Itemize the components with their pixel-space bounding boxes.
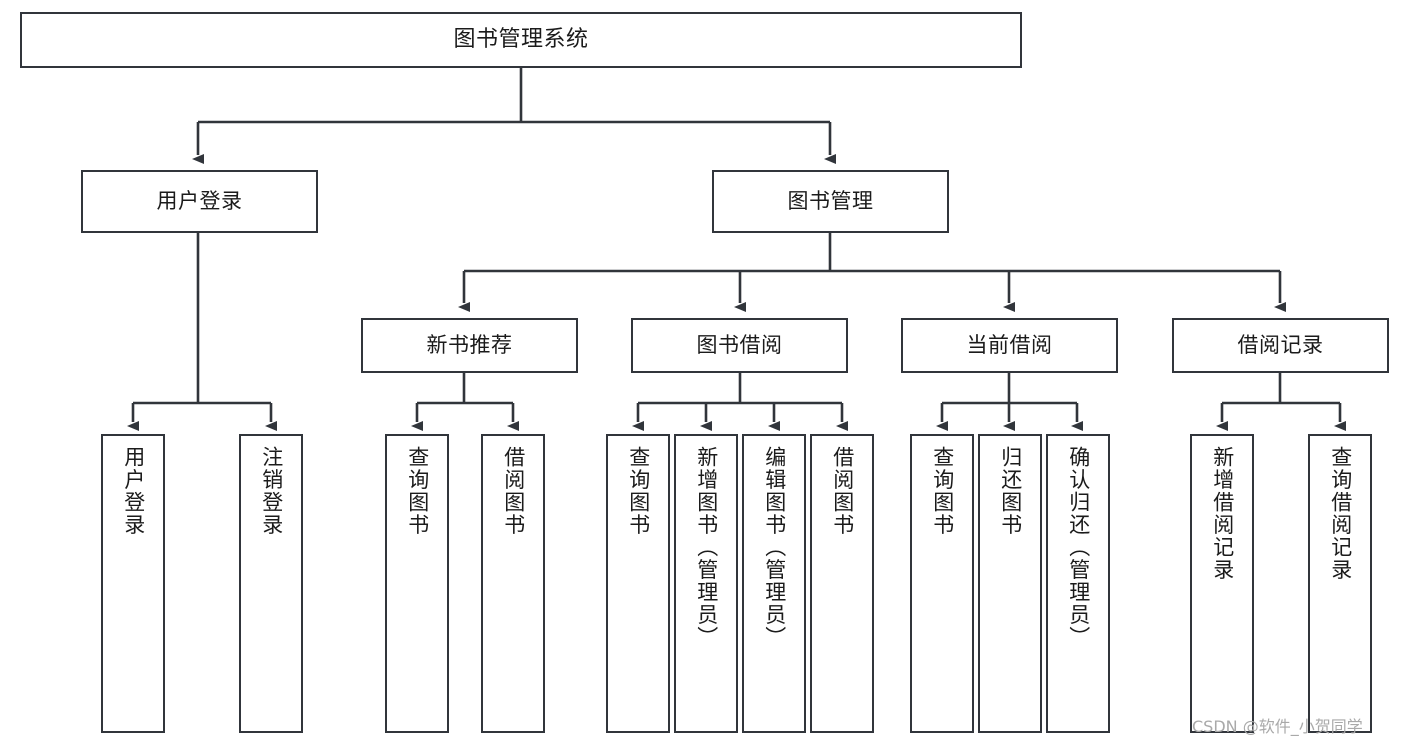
node-label: 确认归还（管理员） <box>1066 446 1091 649</box>
node-label: 用户登录 <box>121 446 146 536</box>
node-label: 新增图书（管理员） <box>694 446 719 649</box>
node-user-login[interactable]: 用户登录 <box>81 170 318 233</box>
leaf-book-borrow-query[interactable]: 查询图书 <box>606 434 670 733</box>
node-current-borrow[interactable]: 当前借阅 <box>901 318 1118 373</box>
node-label: 新增借阅记录 <box>1210 446 1235 581</box>
node-label: 借阅图书 <box>501 446 526 536</box>
node-label: 当前借阅 <box>966 333 1053 358</box>
node-label: 注销登录 <box>259 446 284 536</box>
node-new-book-recommend[interactable]: 新书推荐 <box>361 318 578 373</box>
node-label: 图书借阅 <box>696 333 783 358</box>
node-label: 查询图书 <box>930 446 955 536</box>
node-label: 归还图书 <box>998 446 1023 536</box>
node-label: 编辑图书（管理员） <box>762 446 787 649</box>
node-label: 用户登录 <box>156 189 243 214</box>
node-book-borrow[interactable]: 图书借阅 <box>631 318 848 373</box>
node-label: 查询借阅记录 <box>1328 446 1353 581</box>
leaf-user-login-signin[interactable]: 用户登录 <box>101 434 165 733</box>
leaf-current-borrow-return[interactable]: 归还图书 <box>978 434 1042 733</box>
node-label: 借阅记录 <box>1237 333 1324 358</box>
leaf-new-book-borrow[interactable]: 借阅图书 <box>481 434 545 733</box>
node-label: 图书管理 <box>787 189 874 214</box>
leaf-book-borrow-add[interactable]: 新增图书（管理员） <box>674 434 738 733</box>
leaf-current-borrow-query[interactable]: 查询图书 <box>910 434 974 733</box>
node-label: 新书推荐 <box>426 333 513 358</box>
node-label: 查询图书 <box>405 446 430 536</box>
node-borrow-record[interactable]: 借阅记录 <box>1172 318 1389 373</box>
leaf-user-login-signout[interactable]: 注销登录 <box>239 434 303 733</box>
node-label: 借阅图书 <box>830 446 855 536</box>
leaf-borrow-record-add[interactable]: 新增借阅记录 <box>1190 434 1254 733</box>
leaf-current-borrow-confirm-return[interactable]: 确认归还（管理员） <box>1046 434 1110 733</box>
leaf-book-borrow-edit[interactable]: 编辑图书（管理员） <box>742 434 806 733</box>
leaf-borrow-record-query[interactable]: 查询借阅记录 <box>1308 434 1372 733</box>
node-root-system[interactable]: 图书管理系统 <box>20 12 1022 68</box>
leaf-book-borrow-borrow[interactable]: 借阅图书 <box>810 434 874 733</box>
leaf-new-book-query[interactable]: 查询图书 <box>385 434 449 733</box>
node-label: 查询图书 <box>626 446 651 536</box>
node-book-management[interactable]: 图书管理 <box>712 170 949 233</box>
node-label: 图书管理系统 <box>453 27 589 53</box>
